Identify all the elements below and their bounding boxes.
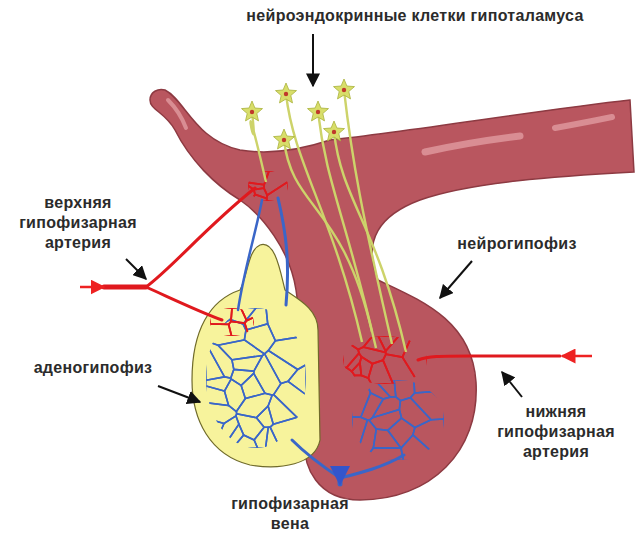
capillary bbox=[432, 380, 444, 403]
highlight bbox=[168, 100, 186, 128]
capillary-networks bbox=[206, 171, 444, 460]
capillary bbox=[227, 424, 243, 447]
vein bbox=[340, 455, 404, 478]
capillary bbox=[206, 403, 237, 424]
capillary bbox=[268, 395, 297, 425]
part-label: гипофизарная вена bbox=[231, 494, 349, 534]
capillary bbox=[250, 194, 267, 201]
capillary bbox=[206, 418, 224, 437]
capillary bbox=[236, 393, 272, 417]
neurosecretory-cells bbox=[242, 79, 407, 352]
neuron-body bbox=[274, 129, 295, 149]
artery bbox=[104, 285, 146, 290]
capillary bbox=[385, 336, 411, 357]
artery bbox=[146, 188, 255, 287]
highlight bbox=[425, 136, 520, 152]
neuron-nucleus bbox=[250, 110, 254, 114]
capillary bbox=[254, 354, 281, 395]
capillary bbox=[383, 354, 419, 384]
leader-line bbox=[502, 372, 522, 397]
neuron-body bbox=[334, 79, 355, 99]
capillary bbox=[388, 418, 415, 448]
neuron-body bbox=[242, 101, 263, 121]
part-label: аденогипофиз bbox=[34, 358, 153, 378]
capillary bbox=[394, 380, 414, 401]
capillary bbox=[401, 435, 441, 460]
capillary bbox=[268, 336, 306, 370]
artery bbox=[418, 356, 560, 360]
part-label: нейроэндокринные клетки гипоталамуса bbox=[246, 6, 583, 26]
capillary bbox=[245, 317, 254, 336]
capillary-mesh bbox=[210, 308, 254, 336]
neuron-body bbox=[276, 83, 297, 103]
capillary bbox=[230, 308, 256, 324]
capillary bbox=[231, 369, 254, 385]
capillary-mesh bbox=[248, 171, 288, 201]
capillary bbox=[413, 419, 444, 460]
axon bbox=[344, 90, 392, 344]
neuron-nucleus bbox=[342, 88, 346, 92]
highlight bbox=[555, 117, 612, 128]
neuron-nucleus bbox=[284, 92, 288, 96]
vein bbox=[292, 440, 340, 478]
vein bbox=[338, 476, 343, 484]
leader-line bbox=[440, 261, 472, 298]
capillary bbox=[206, 377, 231, 391]
capillary bbox=[366, 380, 391, 399]
capillary bbox=[218, 436, 234, 448]
capillary bbox=[373, 429, 401, 448]
capillary bbox=[414, 380, 432, 393]
portal-vein bbox=[238, 200, 262, 310]
capillary bbox=[352, 380, 370, 417]
neuron-nucleus bbox=[332, 130, 336, 134]
leader-line bbox=[126, 259, 146, 279]
portal-vein bbox=[278, 198, 288, 305]
leader-lines bbox=[126, 34, 522, 402]
capillary bbox=[266, 308, 306, 341]
capillary-mesh bbox=[352, 380, 444, 460]
capillary bbox=[244, 324, 275, 354]
part-label: нижняя гипофизарная артерия bbox=[497, 402, 615, 462]
flow-arrow bbox=[562, 355, 592, 358]
capillary bbox=[206, 341, 234, 378]
capillary bbox=[352, 417, 367, 460]
artery bbox=[146, 287, 222, 320]
capillary-mesh bbox=[206, 308, 306, 448]
part-label: верхняя гипофизарная артерия bbox=[19, 193, 137, 253]
flow-arrow bbox=[80, 286, 104, 289]
capillary bbox=[232, 355, 263, 371]
neuron-nucleus bbox=[282, 138, 286, 142]
capillary bbox=[372, 397, 400, 418]
neuron-body bbox=[324, 121, 345, 141]
axon bbox=[284, 140, 372, 332]
leader-line bbox=[312, 34, 314, 86]
adenohypophysis-body bbox=[192, 244, 320, 466]
capillary bbox=[360, 357, 373, 378]
capillary bbox=[399, 398, 431, 428]
neuron-nucleus bbox=[316, 110, 320, 114]
capillary bbox=[206, 436, 218, 448]
capillary-mesh bbox=[343, 336, 427, 384]
part-label: нейрогипофиз bbox=[457, 234, 576, 254]
axon bbox=[250, 112, 266, 182]
capillary bbox=[270, 417, 306, 448]
capillary bbox=[355, 420, 376, 460]
neurohypophysis-body bbox=[150, 89, 634, 500]
leader-line bbox=[158, 386, 200, 402]
neuron-body bbox=[308, 101, 329, 121]
